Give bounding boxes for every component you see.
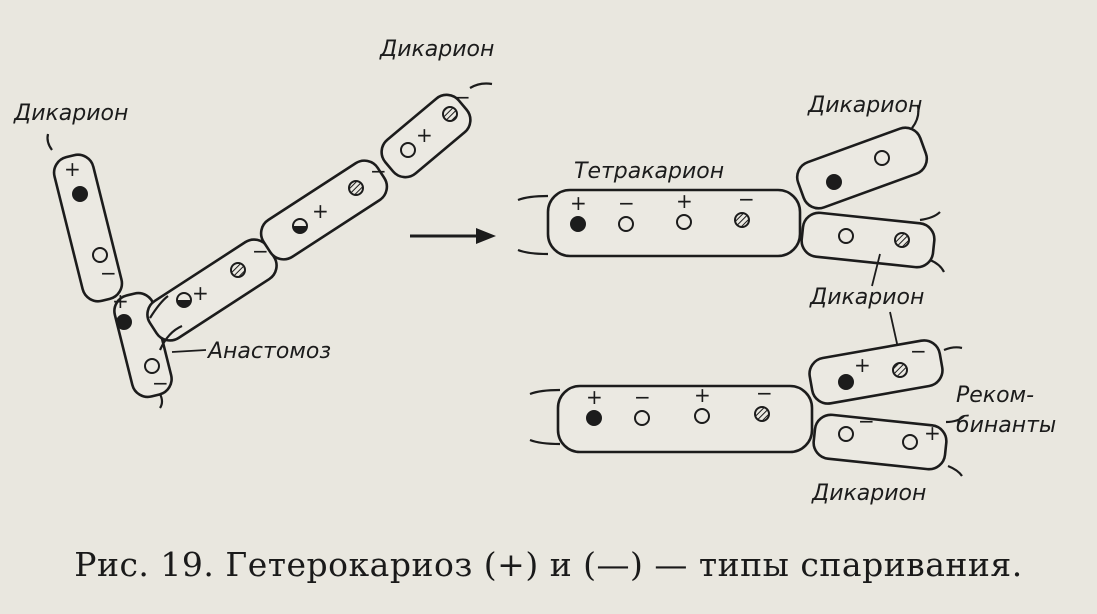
nucleus-open xyxy=(92,247,108,263)
sign-minus: − xyxy=(634,385,651,409)
nucleus-hatched xyxy=(894,232,910,248)
label-tetrakarion: Тетракарион xyxy=(574,159,724,184)
label-dikarion-bottom: Дикарион xyxy=(811,481,926,506)
arrow-icon xyxy=(410,228,496,244)
sign-plus: + xyxy=(112,289,129,313)
nucleus-open xyxy=(634,410,650,426)
label-rekom-line2: бинанты xyxy=(956,413,1056,438)
nucleus-half xyxy=(902,434,918,450)
nucleus-solid xyxy=(826,174,842,190)
sign-minus: − xyxy=(454,85,471,109)
sign-minus: − xyxy=(738,187,755,211)
sign-plus: + xyxy=(676,189,693,213)
sign-minus: − xyxy=(756,381,773,405)
nucleus-hatched xyxy=(734,212,750,228)
tetrakarion-group xyxy=(517,105,945,273)
sign-plus: + xyxy=(586,385,603,409)
left-hypha-nuclei: + − + − + − + − + − xyxy=(64,85,471,395)
nucleus-open xyxy=(874,150,890,166)
nucleus-hatched xyxy=(442,106,458,122)
sign-minus: − xyxy=(100,261,117,285)
hyphae-diagram: + − + − + − + − + − Дикарион Дикарион Ан… xyxy=(13,37,1056,506)
nucleus-hatched xyxy=(754,406,770,422)
recombinant-nuclei: + − + − + − − + xyxy=(586,339,941,450)
sign-plus: + xyxy=(694,383,711,407)
nucleus-hatched xyxy=(892,362,908,378)
tetrakarion-cell xyxy=(546,188,802,258)
sign-minus: − xyxy=(858,409,875,433)
nucleus-hatched xyxy=(348,180,364,196)
label-dikarion-top-left: Дикарион xyxy=(13,101,128,126)
nucleus-solid xyxy=(570,216,586,232)
dikarion-cell xyxy=(795,126,929,210)
sign-minus: − xyxy=(370,159,387,183)
figure-caption: Рис. 19. Гетерокариоз (+) и (—) — типы с… xyxy=(74,545,1023,584)
sign-plus: + xyxy=(312,199,329,223)
sign-minus: − xyxy=(910,339,927,363)
hypha-cell xyxy=(52,153,124,303)
nucleus-solid xyxy=(72,186,88,202)
tetrakarion-nuclei: + − + − xyxy=(570,150,910,248)
sign-plus: + xyxy=(924,421,941,445)
nucleus-open xyxy=(618,216,634,232)
label-dikarion-top: Дикарион xyxy=(379,37,494,62)
sign-minus: − xyxy=(618,191,635,215)
nucleus-open xyxy=(838,426,854,442)
tetrakarion-cell xyxy=(556,384,814,454)
nucleus-open xyxy=(144,358,160,374)
nucleus-half xyxy=(676,214,692,230)
nucleus-half xyxy=(694,408,710,424)
nucleus-solid xyxy=(116,314,132,330)
sign-plus: + xyxy=(192,281,209,305)
nucleus-hatched xyxy=(230,262,246,278)
sign-plus: + xyxy=(570,191,587,215)
nucleus-solid xyxy=(586,410,602,426)
label-dikarion-right-top: Дикарион xyxy=(807,93,922,118)
sign-plus: + xyxy=(416,123,433,147)
nucleus-solid xyxy=(838,374,854,390)
sign-plus: + xyxy=(64,157,81,181)
label-rekom-line1: Реком- xyxy=(956,383,1034,408)
dikarion-cell xyxy=(800,211,936,269)
label-dikarion-middle: Дикарион xyxy=(809,285,924,310)
label-anastomoz: Анастомоз xyxy=(206,339,331,364)
sign-plus: + xyxy=(854,353,871,377)
sign-minus: − xyxy=(152,371,169,395)
sign-minus: − xyxy=(252,239,269,263)
nucleus-half xyxy=(400,142,416,158)
nucleus-half xyxy=(838,228,854,244)
